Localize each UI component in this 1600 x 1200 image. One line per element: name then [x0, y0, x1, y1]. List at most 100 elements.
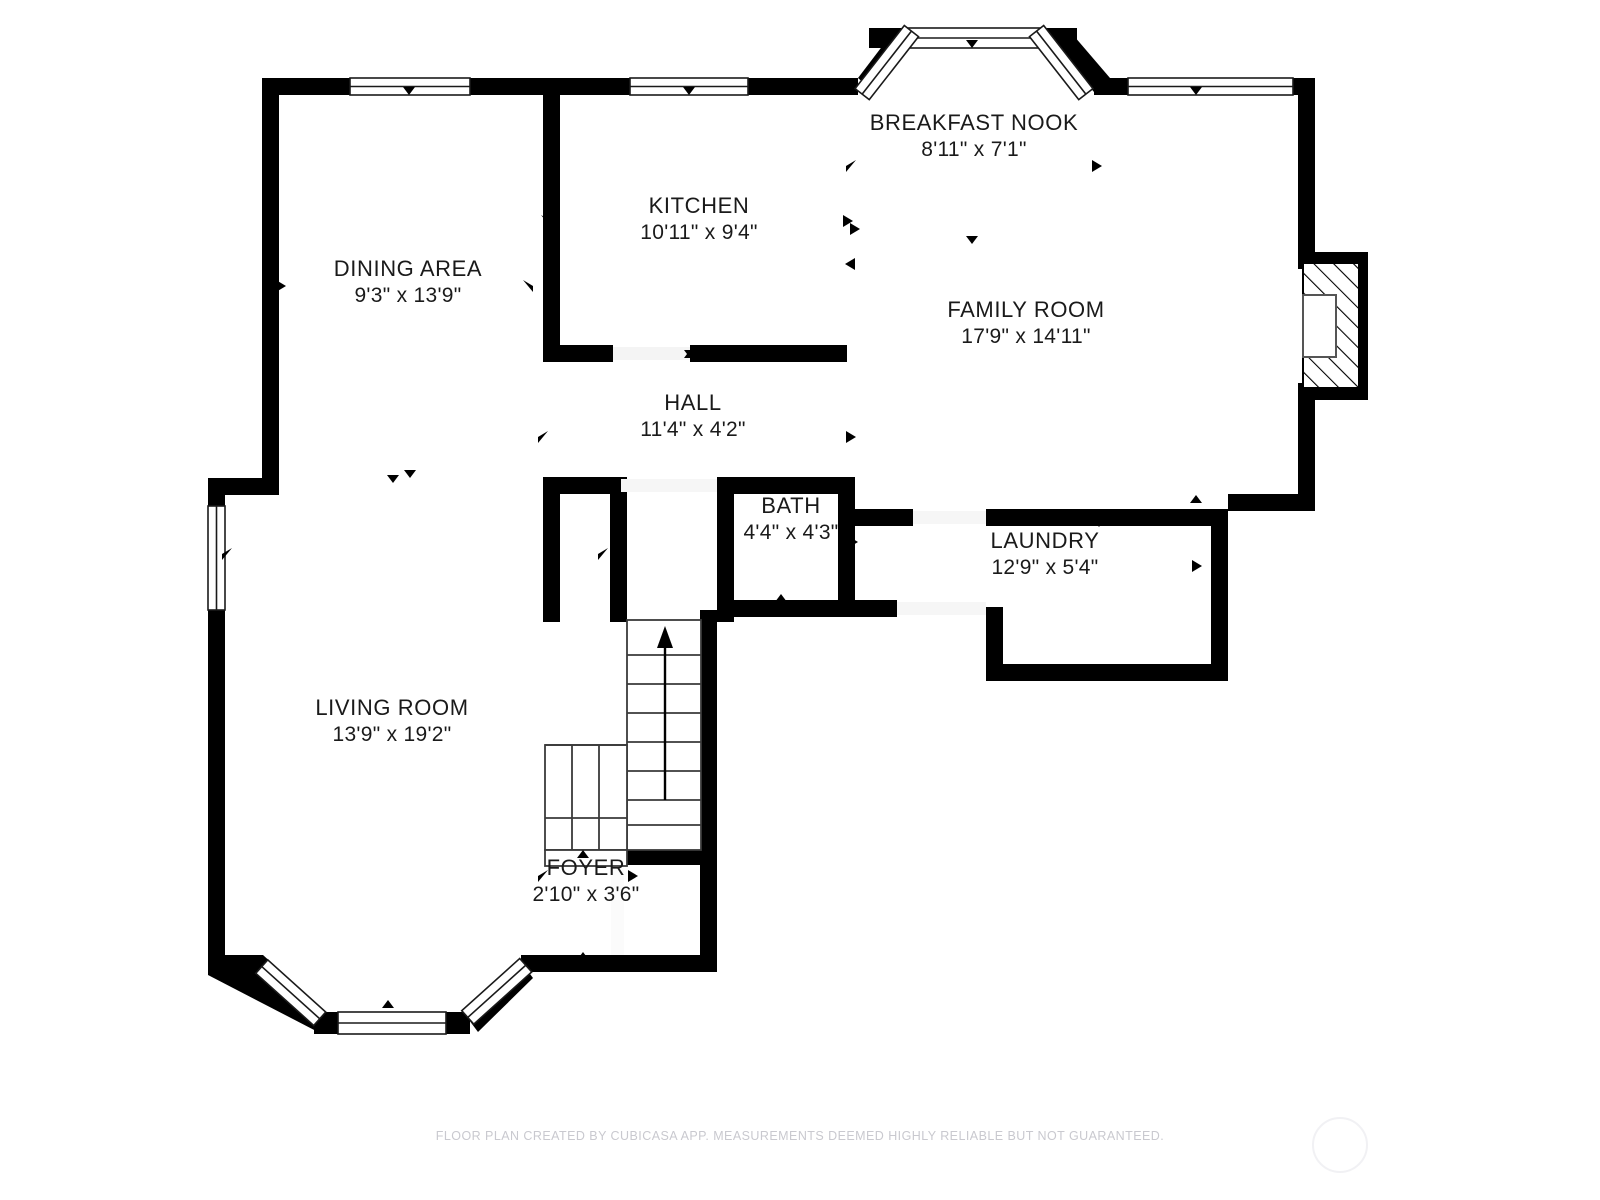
- room-dimensions: 8'11" x 7'1": [921, 137, 1027, 161]
- dim-marker: [848, 536, 858, 548]
- dim-marker: [382, 1000, 394, 1008]
- dim-marker: [598, 548, 608, 560]
- dim-marker: [541, 215, 551, 227]
- room-label-bath: BATH 4'4" x 4'3": [743, 493, 838, 545]
- opening-laundry-hall: [897, 602, 986, 615]
- window-bay-bottom-left: [254, 958, 327, 1027]
- wall-living-bottom-right: [521, 955, 611, 972]
- room-label-breakfast-nook: BREAKFAST NOOK 8'11" x 7'1": [870, 110, 1079, 162]
- window-bay-bottom-right: [460, 957, 533, 1026]
- dim-marker: [1092, 160, 1102, 172]
- room-dimensions: 10'11" x 9'4": [640, 220, 758, 244]
- wall-family-right-upper: [1298, 78, 1315, 258]
- wall-family-right-lower: [1298, 383, 1315, 503]
- dim-marker: [966, 40, 978, 48]
- wall-hall-stair-vert: [610, 477, 627, 622]
- wall-stair-right: [700, 610, 717, 972]
- wall-bath-left: [717, 477, 734, 622]
- stair-direction-arrow: [657, 626, 673, 800]
- wall-left-dining: [262, 78, 279, 478]
- room-dimensions: 9'3" x 13'9": [354, 283, 462, 307]
- room-dimensions: 2'10" x 3'6": [532, 882, 640, 906]
- wall-bath-bottom: [717, 600, 897, 617]
- fireplace: [1302, 262, 1360, 389]
- wall-laundry-top-right: [986, 509, 1228, 526]
- dim-marker: [1190, 495, 1202, 503]
- dim-marker: [403, 87, 415, 95]
- opening-foyer-entry: [611, 865, 624, 955]
- wall-hall-left: [543, 477, 560, 622]
- dim-marker: [222, 548, 232, 560]
- room-name: FAMILY ROOM: [947, 296, 1105, 322]
- dim-marker: [577, 850, 589, 858]
- opening-laundry-door: [913, 511, 986, 524]
- dim-marker: [1093, 664, 1105, 672]
- wall-laundry-top-left: [847, 509, 913, 526]
- dim-marker: [683, 87, 695, 95]
- dim-marker: [850, 223, 860, 235]
- room-name: KITCHEN: [648, 192, 750, 218]
- room-label-kitchen: KITCHEN 10'11" x 9'4": [640, 193, 758, 245]
- dim-marker: [387, 475, 399, 483]
- dim-marker: [1093, 519, 1105, 527]
- room-name: BATH: [761, 492, 821, 518]
- wall-left-jog: [208, 478, 279, 495]
- dim-marker: [843, 215, 853, 227]
- window-living-left: [207, 505, 226, 611]
- dim-marker: [628, 870, 638, 882]
- window-family-top-right: [1127, 77, 1294, 96]
- room-dimensions: 17'9" x 14'11": [961, 324, 1091, 348]
- footer-disclaimer: FLOOR PLAN CREATED BY CUBICASA APP. MEAS…: [435, 1129, 1165, 1143]
- room-label-foyer: FOYER 2'10" x 3'6": [532, 855, 639, 907]
- wall-foyer-left-stub: [611, 848, 701, 865]
- dim-marker: [722, 536, 732, 548]
- dim-marker: [846, 160, 856, 172]
- room-dimensions: 12'9" x 5'4": [991, 555, 1099, 579]
- window-bay-bottom-center: [337, 1011, 447, 1035]
- wall-top-mid-b: [748, 78, 858, 95]
- wall-kitchen-left: [543, 78, 560, 353]
- dim-marker: [577, 952, 589, 960]
- opening-kitchen-dining: [613, 347, 690, 360]
- wall-left-living-lower: [208, 610, 225, 962]
- room-name: LAUNDRY: [990, 527, 1100, 553]
- room-name: BREAKFAST NOOK: [869, 109, 1079, 135]
- wall-top-left: [262, 78, 350, 95]
- dim-marker: [684, 350, 696, 358]
- window-nook-right: [1028, 24, 1095, 101]
- room-dimensions: 13'9" x 19'2": [332, 722, 452, 746]
- room-name: DINING AREA: [333, 255, 483, 281]
- room-label-laundry: LAUNDRY 12'9" x 5'4": [991, 528, 1100, 580]
- wall-hall-top-left: [543, 477, 621, 494]
- dim-marker: [775, 594, 787, 602]
- room-label-living-room: LIVING ROOM 13'9" x 19'2": [315, 695, 468, 747]
- window-group: [207, 24, 1294, 1035]
- room-name: FOYER: [546, 854, 626, 880]
- dim-marker: [1190, 87, 1202, 95]
- dim-marker: [276, 280, 286, 292]
- wall-laundry-bottom: [986, 664, 1228, 681]
- wall-foyer-bottom: [611, 955, 717, 972]
- dim-marker: [775, 483, 787, 491]
- room-name: HALL: [664, 389, 722, 415]
- dim-marker: [404, 470, 416, 478]
- wall-family-bottom: [1228, 494, 1315, 511]
- room-label-family-room: FAMILY ROOM 17'9" x 14'11": [947, 297, 1104, 349]
- opening-group: [611, 347, 986, 955]
- wall-nook-right-stub: [1094, 78, 1128, 95]
- wall-kitchen-bottom-left: [543, 345, 613, 362]
- dim-marker: [538, 431, 548, 443]
- dim-marker: [523, 280, 533, 292]
- room-dimensions: 11'4" x 4'2": [640, 417, 746, 441]
- dimension-marker-group: [222, 40, 1202, 1008]
- room-name: LIVING ROOM: [315, 694, 469, 720]
- wall-laundry-left-stub: [986, 607, 1003, 681]
- room-label-dining-area: DINING AREA 9'3" x 13'9": [334, 256, 482, 308]
- staircase: [544, 619, 702, 867]
- wall-laundry-right: [1211, 509, 1228, 681]
- cubicasa-logo-watermark: [1312, 1117, 1368, 1173]
- wall-kitchen-bottom-right: [690, 345, 847, 362]
- dim-marker: [966, 236, 978, 244]
